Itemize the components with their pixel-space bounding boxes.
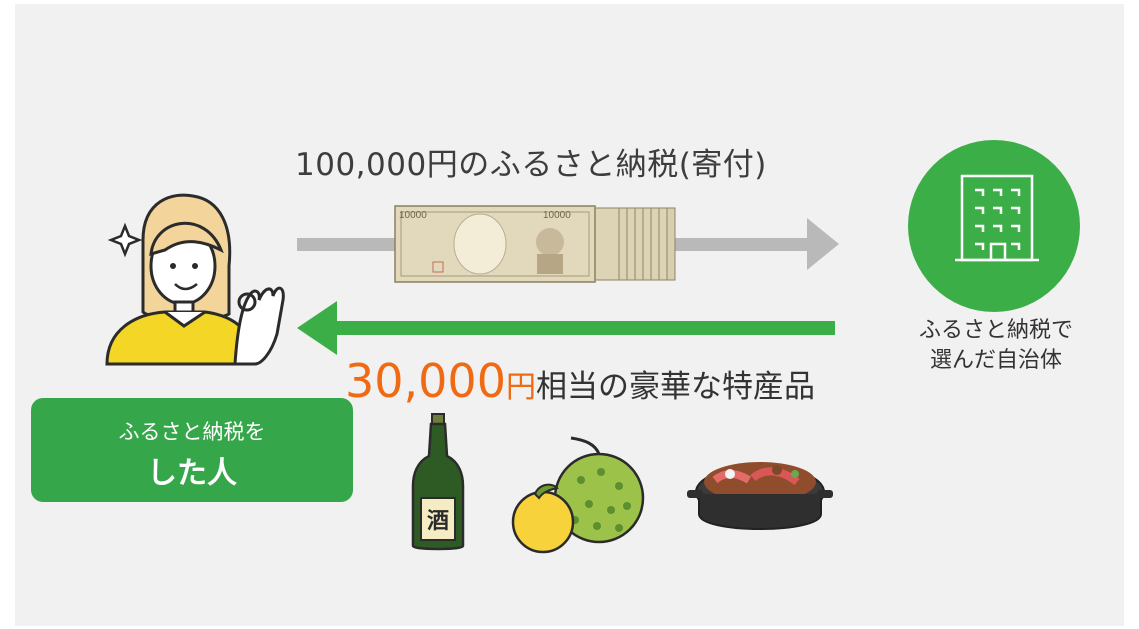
gift-description: 相当の豪華な特産品 [535, 369, 815, 405]
donor-line2: した人 [147, 456, 237, 491]
donation-label: 100,000円のふるさと納税(寄付) [295, 147, 767, 183]
sparkle-icon [107, 222, 143, 258]
melon-icon [553, 436, 645, 544]
diagram-canvas: 10000 10000 [15, 4, 1124, 626]
donor-badge: ふるさと納税を した人 [31, 398, 353, 502]
donor-line1: ふるさと納税を [118, 420, 266, 444]
woman-icon [105, 193, 257, 366]
gift-yen: 円 [505, 370, 536, 405]
municipality-line2: 選んだ自治体 [929, 348, 1062, 373]
ok-hand-icon [233, 286, 285, 366]
banknote-denomination-back: 10000 [543, 210, 571, 221]
banknote-denomination-front: 10000 [399, 210, 427, 221]
diagram-graphics: 10000 10000 [105, 174, 1039, 554]
municipality-line1: ふるさと納税で [918, 318, 1073, 343]
gift-label: 30,000円相当の豪華な特産品 [345, 354, 815, 408]
gift-amount: 30,000 [345, 354, 506, 408]
sukiyaki-pot-icon [687, 462, 833, 530]
yuzu-icon [511, 483, 575, 554]
sake-label: 酒 [427, 509, 449, 534]
gift-arrow [297, 301, 835, 355]
banknote-stack-icon [394, 205, 676, 283]
sake-bottle-icon [411, 413, 465, 551]
municipality-label: ふるさと納税で 選んだ自治体 [881, 316, 1111, 376]
municipality-circle [908, 140, 1080, 312]
